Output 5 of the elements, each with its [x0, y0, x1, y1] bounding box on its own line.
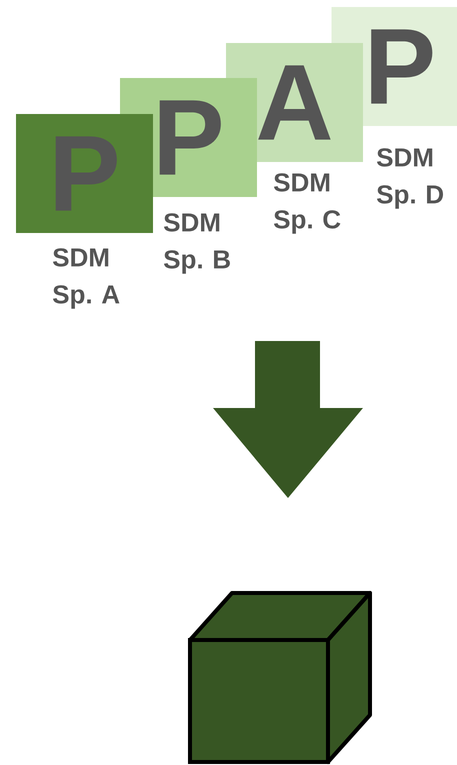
tile-caption: SDM Sp. C — [274, 173, 340, 234]
tile-caption: SDM Sp. D — [376, 148, 443, 209]
cube-drawing — [188, 591, 372, 764]
tile-caption: SDM Sp. B — [164, 213, 230, 274]
tile-caption: SDM Sp. A — [52, 248, 120, 309]
